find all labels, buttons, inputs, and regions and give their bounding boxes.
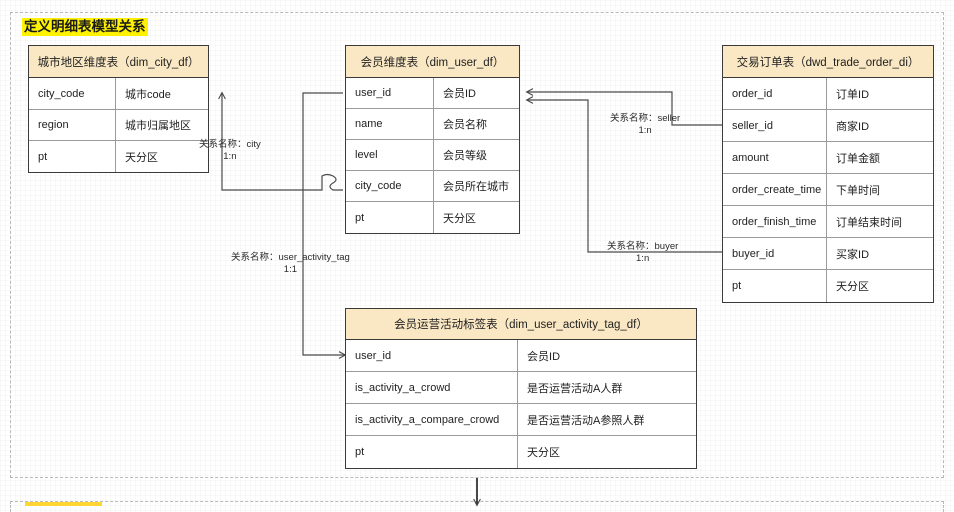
field-desc: 买家ID xyxy=(836,248,870,261)
field-name: city_code xyxy=(29,78,117,109)
field-name: buyer_id xyxy=(723,238,828,269)
entity-table-dwd-trade-order-di[interactable]: 交易订单表（dwd_trade_order_di） order_id 订单ID … xyxy=(722,45,934,303)
section-title: 定义明细表模型关系 xyxy=(22,18,148,36)
field-desc: 下单时间 xyxy=(836,184,881,197)
field-name: name xyxy=(346,109,434,139)
field-name: is_activity_a_crowd xyxy=(346,372,519,403)
relationship-label-seller: 关系名称：seller 1:n xyxy=(610,113,680,137)
field-name: seller_id xyxy=(723,110,828,141)
field-desc: 订单金额 xyxy=(836,152,881,165)
table-row[interactable]: pt 天分区 xyxy=(723,270,933,302)
field-desc: 是否运营活动A人群 xyxy=(527,382,623,395)
field-name: order_id xyxy=(723,78,828,109)
table-row[interactable]: order_id 订单ID xyxy=(723,78,933,110)
field-desc: 是否运营活动A参照人群 xyxy=(527,414,645,427)
relationship-cardinality: 1:n xyxy=(636,253,650,264)
field-name: order_create_time xyxy=(723,174,828,205)
field-name: region xyxy=(29,110,117,140)
field-desc: 天分区 xyxy=(836,281,870,293)
field-name: user_id xyxy=(346,78,434,108)
table-row[interactable]: region 城市归属地区 xyxy=(29,110,208,141)
field-name: pt xyxy=(723,270,828,302)
entity-table-dim-user-activity-tag-df[interactable]: 会员运营活动标签表（dim_user_activity_tag_df） user… xyxy=(345,308,697,469)
field-desc: 天分区 xyxy=(527,447,561,459)
field-desc: 天分区 xyxy=(125,151,159,164)
relationship-label-city: 关系名称：city 1:n xyxy=(199,139,261,163)
table-row[interactable]: name 会员名称 xyxy=(346,109,519,140)
table-row[interactable]: level 会员等级 xyxy=(346,140,519,171)
field-desc: 商家ID xyxy=(836,120,870,133)
relationship-cardinality: 1:n xyxy=(223,151,237,162)
table-row[interactable]: pt 天分区 xyxy=(29,141,208,172)
section-container-main xyxy=(10,12,944,478)
field-name: pt xyxy=(346,202,434,233)
entity-table-dim-user-df[interactable]: 会员维度表（dim_user_df） user_id 会员ID name 会员名… xyxy=(345,45,520,234)
table-row[interactable]: amount 订单金额 xyxy=(723,142,933,174)
field-desc: 订单ID xyxy=(836,88,870,101)
field-desc: 会员名称 xyxy=(442,119,487,131)
field-name: pt xyxy=(29,141,117,172)
field-name: level xyxy=(346,140,434,170)
relationship-cardinality: 1:1 xyxy=(283,264,297,275)
field-desc: 城市归属地区 xyxy=(125,120,192,132)
table-row[interactable]: seller_id 商家ID xyxy=(723,110,933,142)
field-name: pt xyxy=(346,436,519,468)
table-row[interactable]: user_id 会员ID xyxy=(346,78,519,109)
entity-table-dim-city-df[interactable]: 城市地区维度表（dim_city_df） city_code 城市code re… xyxy=(28,45,209,173)
table-row[interactable]: is_activity_a_crowd 是否运营活动A人群 xyxy=(346,372,696,404)
relationship-name: 关系名称：buyer xyxy=(607,241,679,252)
field-desc: 城市code xyxy=(125,88,171,101)
table-row[interactable]: pt 天分区 xyxy=(346,202,519,233)
table-row[interactable]: city_code 城市code xyxy=(29,78,208,110)
relationship-label-buyer: 关系名称：buyer 1:n xyxy=(607,241,678,265)
relationship-name: 关系名称：city xyxy=(199,139,261,150)
table-header-dwd-trade-order-di: 交易订单表（dwd_trade_order_di） xyxy=(723,46,933,78)
table-header-dim-user-df: 会员维度表（dim_user_df） xyxy=(346,46,519,78)
relationship-name: 关系名称：seller xyxy=(610,113,681,124)
field-desc: 会员所在城市 xyxy=(442,181,509,193)
field-name: user_id xyxy=(346,340,519,371)
field-name: order_finish_time xyxy=(723,206,828,237)
relationship-cardinality: 1:n xyxy=(638,125,652,136)
table-row[interactable]: order_create_time 下单时间 xyxy=(723,174,933,206)
field-desc: 订单结束时间 xyxy=(836,216,903,229)
table-row[interactable]: is_activity_a_compare_crowd 是否运营活动A参照人群 xyxy=(346,404,696,436)
next-section-title-stub xyxy=(25,502,102,506)
table-row[interactable]: order_finish_time 订单结束时间 xyxy=(723,206,933,238)
relationship-label-user-activity-tag: 关系名称：user_activity_tag 1:1 xyxy=(231,252,350,276)
table-row[interactable]: pt 天分区 xyxy=(346,436,696,468)
relationship-name: 关系名称：user_activity_tag xyxy=(231,252,350,263)
table-row[interactable]: city_code 会员所在城市 xyxy=(346,171,519,202)
field-desc: 天分区 xyxy=(442,212,476,225)
table-row[interactable]: buyer_id 买家ID xyxy=(723,238,933,270)
field-name: city_code xyxy=(346,171,434,201)
field-desc: 会员ID xyxy=(527,350,561,363)
field-desc: 会员等级 xyxy=(442,150,487,162)
table-header-dim-user-activity-tag-df: 会员运营活动标签表（dim_user_activity_tag_df） xyxy=(346,309,696,340)
field-desc: 会员ID xyxy=(442,88,476,100)
table-row[interactable]: user_id 会员ID xyxy=(346,340,696,372)
section-container-next xyxy=(10,501,944,512)
table-header-dim-city-df: 城市地区维度表（dim_city_df） xyxy=(29,46,208,78)
field-name: amount xyxy=(723,142,828,173)
field-name: is_activity_a_compare_crowd xyxy=(346,404,519,435)
